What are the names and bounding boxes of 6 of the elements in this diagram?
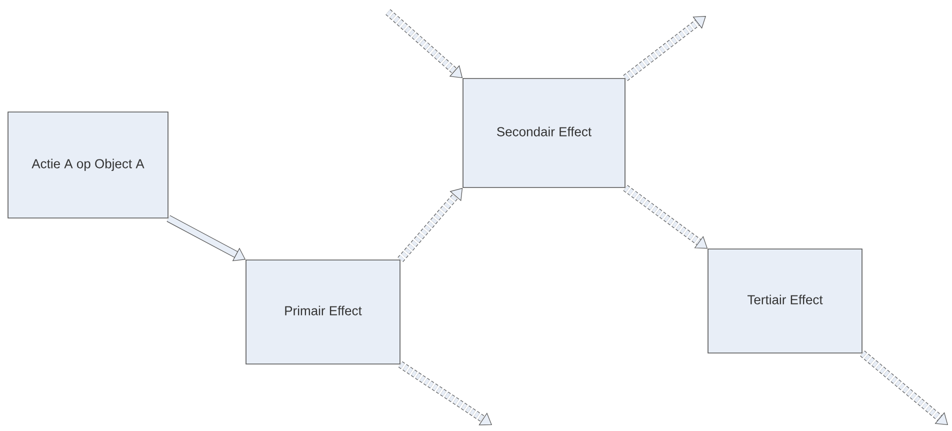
block-arrow [623, 16, 706, 81]
block-arrow [398, 361, 492, 426]
effect-box: Primair Effect [246, 260, 400, 364]
effect-box: Actie A op Object A [8, 112, 168, 218]
effect-box: Secondair Effect [462, 78, 626, 188]
effect-box: Tertiair Effect [708, 248, 862, 354]
